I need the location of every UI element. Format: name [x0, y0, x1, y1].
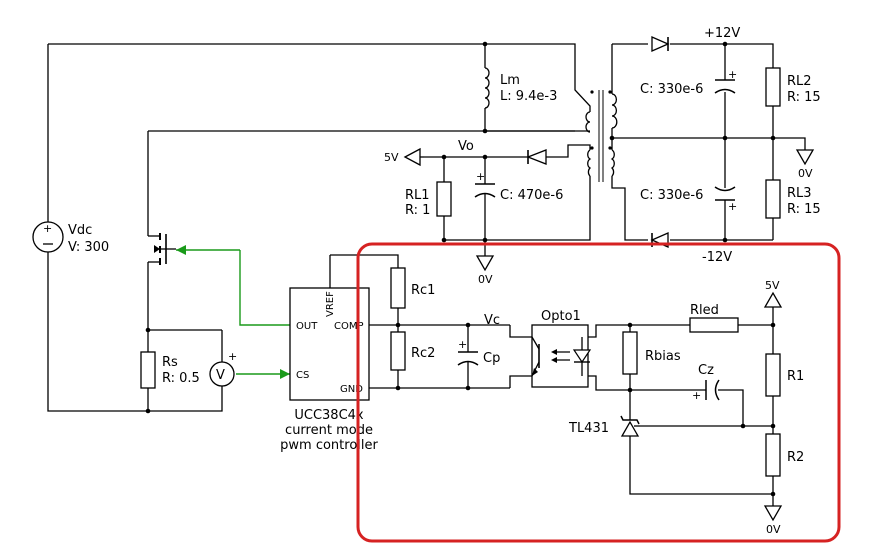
cbot-value: C: 330e-6: [640, 188, 703, 203]
cbot-plus: +: [728, 200, 737, 213]
junction-dots: [145, 41, 776, 497]
tl431-label: TL431: [568, 421, 609, 436]
rl2-value: R: 15: [787, 90, 821, 105]
net-plus12: +12V: [704, 26, 740, 41]
ground-symbol-a: 0V: [475, 255, 495, 286]
pin-cs: CS: [296, 370, 309, 381]
supply-5v-right: 5V: [763, 279, 783, 308]
vdc-label: Vdc: [68, 223, 92, 238]
capacitor-cz: + Cz: [692, 363, 720, 402]
controller-label-line3: pwm controller: [280, 438, 378, 453]
resistor-rs: Rs R: 0.5: [140, 351, 200, 389]
resistor-rled: Rled: [689, 303, 739, 333]
rs-value: R: 0.5: [162, 371, 200, 386]
ground-symbol-b: 0V: [795, 149, 815, 180]
net-vo: Vo: [458, 139, 474, 154]
capacitor-470u: + C: 470e-6: [474, 170, 563, 203]
pwm-controller: OUT COMP CS GND VREF UCC38C4x current mo…: [280, 287, 379, 453]
rl1-label: RL1: [405, 188, 430, 203]
opto-label: Opto1: [541, 309, 581, 324]
voltmeter-plus: +: [228, 350, 237, 363]
ctop-value: C: 330e-6: [640, 82, 703, 97]
capacitor-bottom-330u: + C: 330e-6: [640, 186, 737, 213]
pin-gnd: GND: [340, 384, 363, 395]
resistor-rl3: RL3 R: 15: [765, 179, 821, 219]
vdc-value: V: 300: [68, 240, 109, 255]
resistor-rl1: RL1 R: 1: [405, 181, 452, 218]
rl1-value: R: 1: [405, 203, 430, 218]
cp-plus: +: [458, 338, 467, 351]
voltmeter-probe: V +: [209, 350, 237, 387]
controller-label-line1: UCC38C4x: [294, 408, 364, 423]
capacitor-top-330u: + C: 330e-6: [640, 68, 737, 97]
rl3-label: RL3: [787, 186, 812, 201]
pin-out: OUT: [296, 321, 318, 332]
net-labels: Vo +12V -12V Vc: [458, 26, 740, 328]
rbias-label: Rbias: [645, 349, 681, 364]
ground-label-c: 0V: [766, 523, 781, 536]
vdc-source: + Vdc V: 300: [32, 221, 109, 255]
transformer: [585, 90, 618, 182]
lm-value: L: 9.4e-3: [500, 89, 557, 104]
resistor-rl2: RL2 R: 15: [765, 67, 821, 107]
ground-symbol-c: 0V: [763, 502, 783, 536]
tl431-shunt-regulator: TL431: [568, 410, 640, 437]
resistor-r2: R2: [765, 433, 804, 477]
optocoupler: Opto1: [531, 309, 592, 388]
cz-label: Cz: [698, 363, 714, 378]
wires: [47, 43, 806, 502]
cz-plus: +: [692, 389, 701, 402]
feedback-wires: [176, 245, 290, 379]
rc1-label: Rc1: [411, 283, 435, 298]
vdc-plus-sign: +: [43, 222, 52, 235]
lm-label: Lm: [500, 73, 520, 88]
diode-5v: [526, 149, 547, 165]
pin-comp: COMP: [334, 321, 364, 332]
capacitor-cp: + Cp: [457, 338, 500, 366]
rl3-value: R: 15: [787, 202, 821, 217]
resistor-r1: R1: [765, 353, 804, 397]
net-vc: Vc: [484, 313, 500, 328]
c470-value: C: 470e-6: [500, 188, 563, 203]
supply-5v-label-right: 5V: [765, 279, 780, 292]
inductor-lm: Lm L: 9.4e-3: [484, 67, 557, 109]
cp-label: Cp: [483, 351, 500, 366]
supply-5v-left: 5V: [384, 147, 424, 167]
supply-5v-label-left: 5V: [384, 151, 399, 164]
resistor-rbias: Rbias: [622, 331, 681, 375]
ctop-plus: +: [728, 68, 737, 81]
ground-label-a: 0V: [478, 273, 493, 286]
pin-vref: VREF: [325, 291, 336, 317]
resistor-rc2: Rc2: [390, 331, 435, 371]
mosfet-switch: [148, 233, 176, 265]
ground-label-b: 0V: [798, 167, 813, 180]
net-minus12: -12V: [702, 250, 732, 265]
feedback-highlight-box: [356, 242, 841, 543]
controller-label-line2: current mode: [285, 423, 373, 438]
resistor-rc1: Rc1: [390, 267, 435, 309]
rled-label: Rled: [690, 303, 719, 318]
voltmeter-v: V: [216, 368, 225, 383]
c470-plus: +: [476, 170, 485, 183]
rs-label: Rs: [162, 355, 178, 370]
r2-label: R2: [787, 450, 804, 465]
rc2-label: Rc2: [411, 346, 435, 361]
rl2-label: RL2: [787, 74, 812, 89]
r1-label: R1: [787, 369, 804, 384]
diode-plus12: [651, 36, 670, 52]
